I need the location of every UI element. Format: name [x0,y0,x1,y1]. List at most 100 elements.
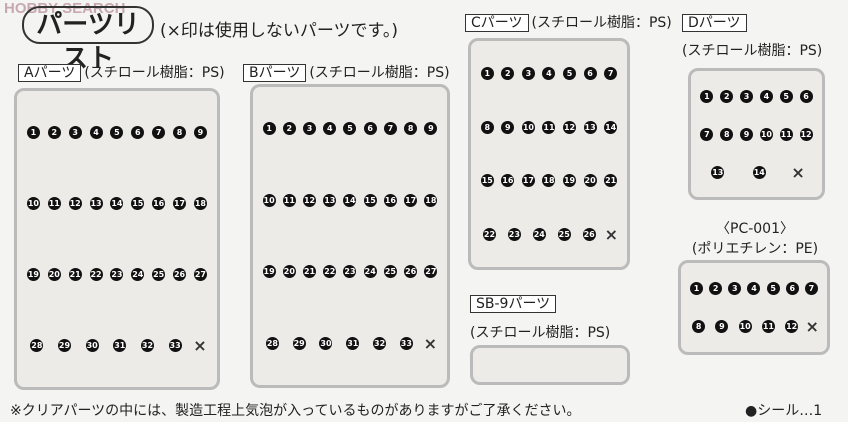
part-number: 19 [262,265,276,279]
part-number: 22 [89,268,103,281]
part-number: 9 [715,320,729,334]
part-number: 18 [193,197,207,210]
part-number: 6 [363,122,377,136]
part-number: 1 [480,67,494,81]
runner-b-name: Bパーツ [243,64,307,82]
part-number: 20 [282,265,296,279]
part-number: 3 [740,89,754,103]
part-number: 6 [583,67,597,81]
footer-note: ※クリアパーツの中には、製造工程上気泡が入っているものがありますがご了承ください… [10,403,581,419]
unused-mark: × [604,224,618,244]
part-number: 1 [690,281,704,295]
part-number: 15 [480,174,494,188]
part-number: 16 [383,193,397,207]
runner-a-label: Aパーツ(スチロール樹脂：PS) [18,62,225,82]
part-number: 11 [542,120,556,134]
seal-count: ●シール…1 [745,403,823,419]
part-number: 9 [501,120,515,134]
runner-sb9-name: SB-9パーツ [470,295,557,313]
part-number: 3 [728,281,742,295]
part-number: 33 [399,336,413,350]
part-number: 16 [152,197,166,210]
part-number: 25 [383,265,397,279]
part-number: 13 [323,193,337,207]
runner-d-name: Dパーツ [682,14,747,32]
part-number: 11 [761,320,775,334]
part-number: 17 [521,174,535,188]
runner-a-material: (スチロール樹脂：PS) [84,65,225,81]
part-number: 8 [692,320,706,334]
part-number: 5 [110,126,124,139]
part-number: 12 [799,127,813,141]
part-number: 5 [779,89,793,103]
part-number: 13 [711,165,725,179]
part-number: 24 [532,227,546,241]
page-title: パーツリスト [22,6,154,74]
runner-pc-label: 〈PC-001〉 [716,221,794,237]
part-number: 18 [542,174,556,188]
part-number: 5 [343,122,357,136]
unused-mark: × [791,162,805,182]
part-number: 4 [542,67,556,81]
part-number: 31 [346,336,360,350]
part-number: 2 [282,122,296,136]
part-number: 20 [583,174,597,188]
part-number: 19 [26,268,40,281]
part-number: 10 [759,127,773,141]
part-number: 21 [68,268,82,281]
part-number: 27 [193,268,207,281]
part-number: 14 [343,193,357,207]
part-number: 26 [173,268,187,281]
runner-c-material: (スチロール樹脂：PS) [531,15,672,31]
part-number: 1 [262,122,276,136]
part-number: 25 [557,227,571,241]
part-number: 30 [319,336,333,350]
part-number: 12 [563,120,577,134]
part-number: 31 [113,339,127,352]
part-number: 10 [521,120,535,134]
part-number: 8 [720,127,734,141]
runner-b-material: (スチロール樹脂：PS) [309,65,450,81]
part-number: 4 [323,122,337,136]
runner-sb9 [470,345,630,385]
part-number: 22 [482,227,496,241]
runner-d-label: Dパーツ [682,12,750,32]
part-number: 32 [373,336,387,350]
part-number: 27 [424,265,438,279]
part-number: 29 [292,336,306,350]
part-number: 16 [501,174,515,188]
part-number: 28 [265,336,279,350]
part-number: 9 [740,127,754,141]
part-number: 26 [404,265,418,279]
part-number: 10 [738,320,752,334]
part-number: 1 [26,126,40,139]
part-number: 11 [47,197,61,210]
part-number: 14 [604,120,618,134]
runner-pc-material: (ポリエチレン：PE) [691,241,819,257]
part-number: 6 [799,89,813,103]
runner-d-material: (スチロール樹脂：PS) [682,43,823,59]
part-number: 8 [404,122,418,136]
part-number: 13 [89,197,103,210]
part-number: 9 [424,122,438,136]
part-number: 3 [521,67,535,81]
part-number: 8 [480,120,494,134]
unused-mark: × [805,317,819,337]
part-number: 8 [173,126,187,139]
part-number: 5 [563,67,577,81]
part-number: 23 [507,227,521,241]
part-number: 7 [700,127,714,141]
part-number: 2 [47,126,61,139]
part-number: 17 [173,197,187,210]
runner-c-name: Cパーツ [465,14,529,32]
unused-mark: × [193,336,207,355]
part-number: 11 [282,193,296,207]
part-number: 7 [383,122,397,136]
part-number: 14 [752,165,766,179]
part-number: 10 [26,197,40,210]
part-number: 23 [110,268,124,281]
part-number: 2 [720,89,734,103]
